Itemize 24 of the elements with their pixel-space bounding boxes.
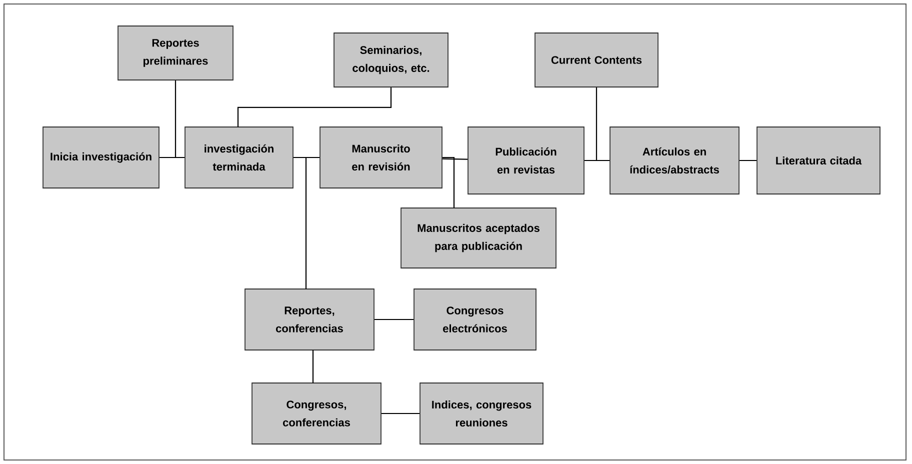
process-box: Seminarios, coloquios, etc. [334, 32, 448, 88]
connector-line [237, 87, 392, 127]
connector-line [596, 87, 610, 162]
process-box: Reportes preliminares [118, 26, 234, 80]
connector-line [442, 156, 455, 208]
process-box: Congresos electrónicos [414, 288, 536, 350]
connector-line [293, 156, 307, 289]
process-box: Manuscrito en revisión [320, 126, 442, 188]
process-box: Publicación en revistas [468, 126, 584, 194]
connector-line [381, 412, 420, 414]
process-box: Inicia investigación [42, 126, 160, 188]
connector-line [442, 158, 468, 160]
connector-line [312, 350, 314, 383]
process-box: investigación terminada [184, 126, 294, 188]
process-box: Reportes, conferencias [244, 288, 374, 350]
process-box: Indices, congresos reuniones [420, 382, 544, 444]
process-box: Manuscritos aceptados para publicación [400, 208, 556, 268]
process-box: Congresos, conferencias [252, 382, 382, 444]
connector-line [374, 318, 414, 320]
process-box: Current Contents [534, 32, 658, 88]
process-box: Literatura citada [756, 126, 880, 194]
connector-line [174, 80, 185, 158]
process-box: Artículos en índices/abstracts [610, 126, 740, 194]
connector-line [739, 160, 757, 162]
